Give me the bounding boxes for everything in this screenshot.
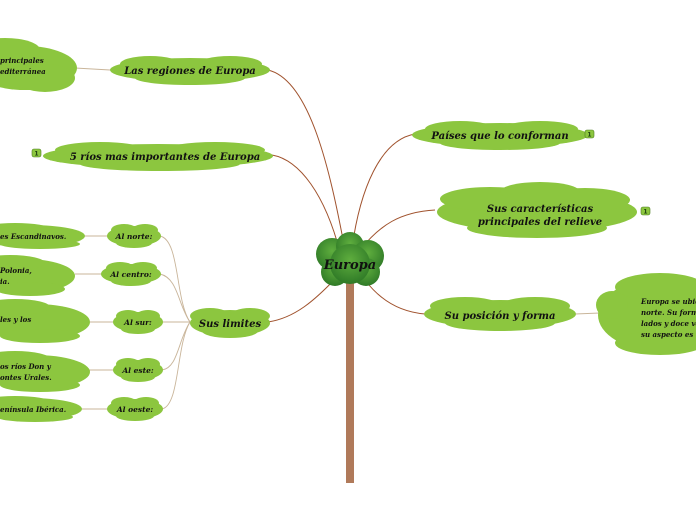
node-paises-label: Países que lo conforman <box>430 131 568 142</box>
node-posicion-detail-line2: norte. Su form <box>641 308 696 317</box>
node-posicion-detail-line3: lados y doce vé <box>641 319 696 328</box>
connector-posicion-detail <box>574 312 601 315</box>
connector-centro <box>159 273 191 323</box>
node-al-norte-detail[interactable]: es Escandinavos. <box>0 223 85 249</box>
node-al-centro-detail-line2: ia. <box>0 277 10 286</box>
node-posicion-detail-line1: Europa se ubic <box>640 297 696 306</box>
center-label: Europa <box>323 258 376 273</box>
node-al-sur-detail-line1: les y los <box>0 315 31 324</box>
node-posicion-detail-line4: su aspecto es m <box>641 330 696 339</box>
connector-este <box>161 321 191 371</box>
badge-relieve[interactable]: 1 <box>640 206 651 215</box>
node-al-este-detail-line2: ontes Urales. <box>0 373 52 382</box>
node-al-centro-label: Al centro: <box>109 270 151 279</box>
node-rios[interactable]: 5 ríos mas importantes de Europa <box>43 142 273 171</box>
node-posicion-label: Su posición y forma <box>445 311 556 322</box>
node-al-este-detail[interactable]: os ríos Don y ontes Urales. <box>0 351 90 392</box>
branch-regiones <box>267 69 346 251</box>
node-al-centro-detail-line1: Polonia, <box>0 266 32 275</box>
node-al-sur[interactable]: Al sur: <box>113 310 163 334</box>
node-regiones-detail[interactable]: principales editerránea <box>0 38 77 92</box>
node-al-este[interactable]: Al este: <box>113 358 163 382</box>
node-posicion[interactable]: Su posición y forma <box>424 297 576 331</box>
node-rios-label: 5 ríos mas importantes de Europa <box>70 152 260 163</box>
node-al-este-detail-line1: os ríos Don y <box>0 362 52 371</box>
node-regiones-label: Las regiones de Europa <box>123 66 256 77</box>
node-regiones[interactable]: Las regiones de Europa <box>110 56 270 85</box>
branch-limites <box>267 277 337 323</box>
branch-paises <box>351 133 416 249</box>
badge-rios[interactable]: 1 <box>31 148 42 157</box>
node-al-norte[interactable]: Al norte: <box>107 224 161 248</box>
node-al-oeste-label: Al oeste: <box>116 405 154 414</box>
connector-norte <box>159 235 191 323</box>
node-al-sur-label: Al sur: <box>123 318 152 327</box>
node-al-centro[interactable]: Al centro: <box>101 262 161 286</box>
node-paises[interactable]: Países que lo conforman <box>412 121 588 150</box>
svg-text:1: 1 <box>587 131 591 138</box>
node-al-norte-label: Al norte: <box>115 232 153 241</box>
svg-text:1: 1 <box>34 150 38 157</box>
tree-trunk <box>346 278 354 483</box>
connectors <box>74 67 601 410</box>
node-al-oeste-detail-line1: enínsula Ibérica. <box>0 405 66 414</box>
node-relieve-line2: principales del relieve <box>478 217 602 228</box>
node-regiones-detail-line2: editerránea <box>0 67 46 76</box>
node-regiones-detail-line1: principales <box>0 56 44 65</box>
node-al-oeste-detail[interactable]: enínsula Ibérica. <box>0 396 82 422</box>
node-al-centro-detail[interactable]: Polonia, ia. <box>0 255 75 296</box>
node-al-oeste[interactable]: Al oeste: <box>107 397 163 421</box>
node-al-sur-detail[interactable]: les y los <box>0 299 90 343</box>
badge-paises[interactable]: 1 <box>584 129 595 138</box>
branch-posicion <box>364 279 426 315</box>
node-relieve-line1: Sus características <box>487 204 594 215</box>
node-relieve[interactable]: Sus características principales del reli… <box>437 182 637 238</box>
node-limites-label: Sus limites <box>199 319 262 330</box>
node-posicion-detail[interactable]: Europa se ubic norte. Su form lados y do… <box>596 273 696 355</box>
branch-rios <box>271 154 341 253</box>
node-al-norte-detail-line1: es Escandinavos. <box>0 232 66 241</box>
node-al-este-label: Al este: <box>121 366 154 375</box>
connector-oeste <box>161 321 191 410</box>
connector-regiones-detail <box>74 67 111 71</box>
node-limites[interactable]: Sus limites <box>190 308 270 338</box>
node-center-europa[interactable]: Europa <box>316 232 384 286</box>
svg-text:1: 1 <box>643 208 647 215</box>
